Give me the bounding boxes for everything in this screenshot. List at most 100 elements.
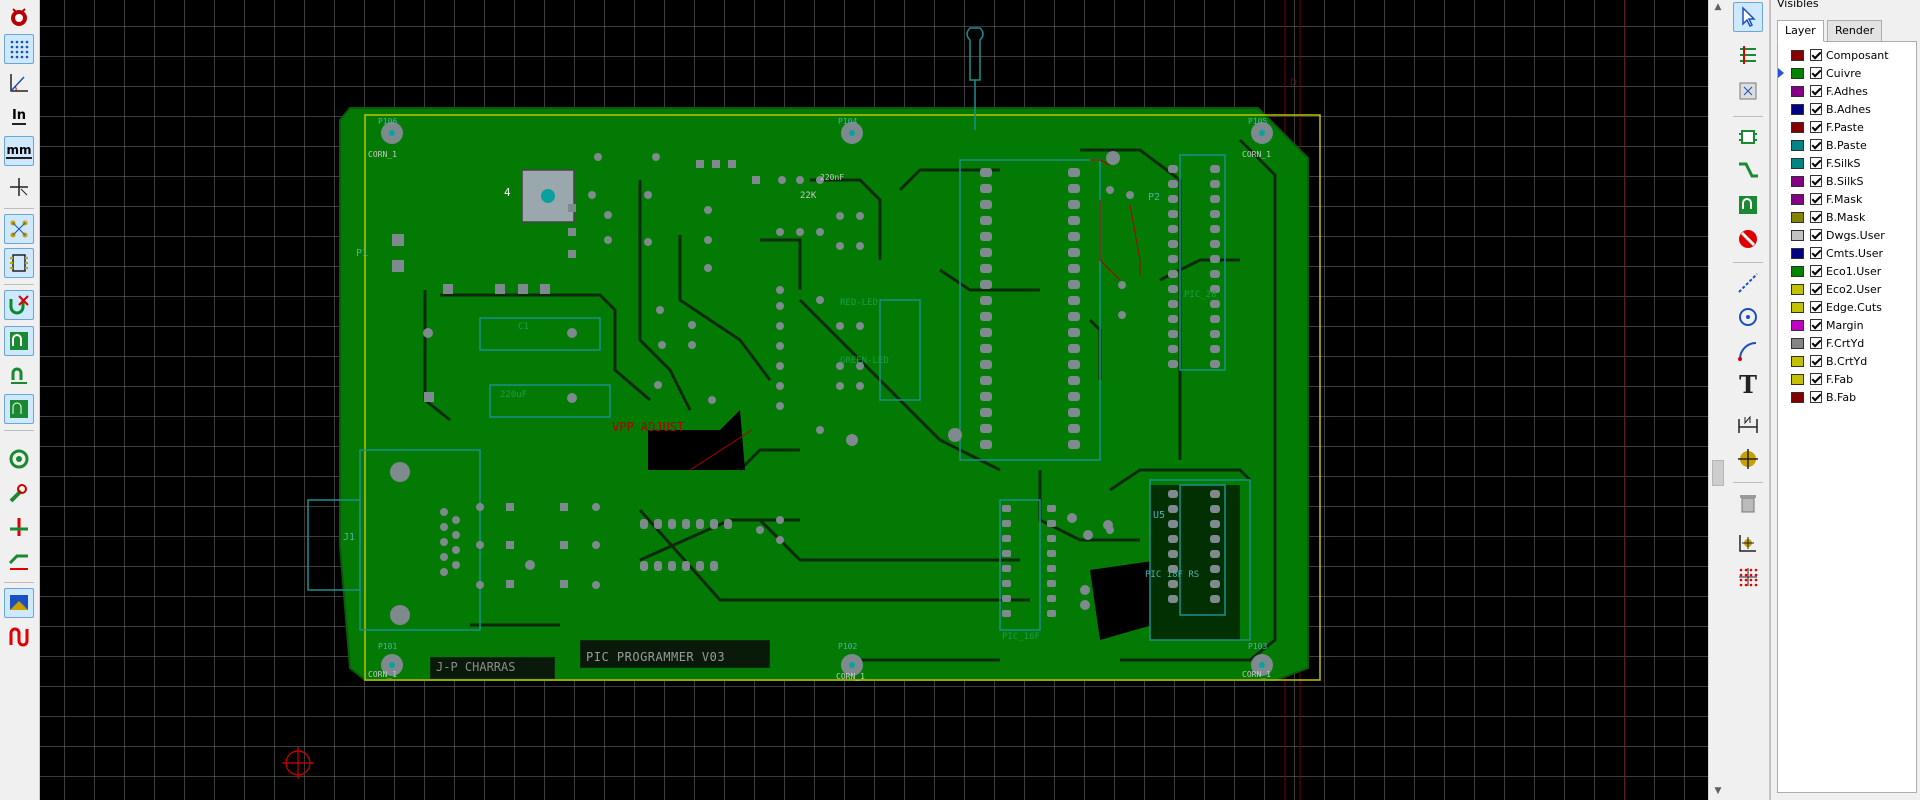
zone-fill-icon[interactable] — [4, 326, 34, 356]
add-text-button[interactable]: T — [1733, 370, 1763, 400]
show-ratsnest-icon[interactable] — [4, 214, 34, 244]
layer-visibility-checkbox[interactable] — [1810, 67, 1822, 79]
layer-color-swatch[interactable] — [1791, 229, 1804, 241]
layer-row[interactable]: B.Paste — [1784, 136, 1867, 154]
layer-visibility-checkbox[interactable] — [1810, 121, 1822, 133]
polar-coords-icon[interactable] — [4, 68, 34, 98]
layer-row[interactable]: F.Fab — [1784, 370, 1853, 388]
layer-row[interactable]: Eco1.User — [1784, 262, 1881, 280]
layer-color-swatch[interactable] — [1791, 85, 1804, 97]
layer-visibility-checkbox[interactable] — [1810, 175, 1822, 187]
layer-row[interactable]: B.Mask — [1784, 208, 1865, 226]
layer-visibility-checkbox[interactable] — [1810, 157, 1822, 169]
layer-row[interactable]: Dwgs.User — [1784, 226, 1885, 244]
layer-color-swatch[interactable] — [1791, 337, 1804, 349]
layer-color-swatch[interactable] — [1791, 301, 1804, 313]
layer-color-swatch[interactable] — [1791, 391, 1804, 403]
layer-visibility-checkbox[interactable] — [1810, 301, 1822, 313]
layer-row[interactable]: Composant — [1784, 46, 1889, 64]
layer-color-swatch[interactable] — [1791, 373, 1804, 385]
tab-render[interactable]: Render — [1827, 20, 1883, 42]
layer-visibility-checkbox[interactable] — [1810, 373, 1822, 385]
add-via-icon[interactable] — [1733, 190, 1763, 220]
pcb-canvas[interactable]: DCB — [40, 0, 1708, 800]
add-target-icon[interactable] — [1733, 444, 1763, 474]
zone-outline-icon[interactable] — [4, 360, 34, 390]
add-circle-icon[interactable] — [1733, 302, 1763, 332]
layer-row[interactable]: F.Paste — [1784, 118, 1864, 136]
layer-visibility-checkbox[interactable] — [1810, 49, 1822, 61]
auto-delete-track-icon[interactable] — [4, 290, 34, 320]
layer-row[interactable]: F.Mask — [1784, 190, 1862, 208]
set-grid-origin-icon[interactable] — [1733, 562, 1763, 592]
layer-color-swatch[interactable] — [1791, 67, 1804, 79]
cursor-shape-icon[interactable] — [4, 172, 34, 202]
layer-color-swatch[interactable] — [1791, 247, 1804, 259]
units-mm-button[interactable]: mm — [4, 136, 34, 166]
layer-color-swatch[interactable] — [1791, 265, 1804, 277]
tab-layer[interactable]: Layer — [1777, 20, 1824, 42]
scroll-up-icon[interactable]: ▲ — [1714, 2, 1722, 12]
highlight-net-icon[interactable] — [1733, 40, 1763, 70]
layer-visibility-checkbox[interactable] — [1810, 355, 1822, 367]
layer-color-swatch[interactable] — [1791, 319, 1804, 331]
layer-row[interactable]: F.CrtYd — [1784, 334, 1864, 352]
layer-row[interactable]: F.Adhes — [1784, 82, 1868, 100]
component-pads[interactable] — [381, 122, 1273, 676]
layer-visibility-checkbox[interactable] — [1810, 139, 1822, 151]
layer-row[interactable]: Margin — [1784, 316, 1864, 334]
grid-toggle-icon[interactable] — [4, 34, 34, 64]
layer-row[interactable]: Cmts.User — [1784, 244, 1883, 262]
route-track-icon[interactable] — [1733, 156, 1763, 186]
layer-row[interactable]: Cuivre — [1778, 64, 1861, 82]
scrollbar-thumb[interactable] — [1712, 460, 1724, 486]
layer-row[interactable]: B.Adhes — [1784, 100, 1871, 118]
add-line-icon[interactable] — [1733, 268, 1763, 298]
add-footprint-icon[interactable] — [1733, 122, 1763, 152]
layer-color-swatch[interactable] — [1791, 175, 1804, 187]
layer-color-swatch[interactable] — [1791, 211, 1804, 223]
layer-color-swatch[interactable] — [1791, 283, 1804, 295]
drc-marker-icon[interactable] — [4, 2, 34, 32]
add-keepout-icon[interactable] — [1733, 224, 1763, 254]
layer-row[interactable]: B.Fab — [1784, 388, 1856, 406]
layer-row[interactable]: B.SilkS — [1784, 172, 1864, 190]
grid-origin-icon[interactable] — [1733, 528, 1763, 558]
layer-visibility-checkbox[interactable] — [1810, 193, 1822, 205]
via-sketch-icon[interactable] — [4, 444, 34, 474]
pcb-board[interactable] — [339, 107, 1321, 681]
scroll-down-icon[interactable]: ▼ — [1714, 786, 1722, 796]
layer-color-swatch[interactable] — [1791, 139, 1804, 151]
add-dimension-icon[interactable] — [1733, 410, 1763, 440]
microwave-tools-icon[interactable] — [4, 622, 34, 652]
layer-row[interactable]: B.CrtYd — [1784, 352, 1867, 370]
delete-trash-icon[interactable] — [1733, 488, 1763, 518]
units-inch-button[interactable]: In — [4, 102, 34, 132]
track-sketch-icon[interactable] — [4, 478, 34, 508]
layer-visibility-checkbox[interactable] — [1810, 103, 1822, 115]
layer-color-swatch[interactable] — [1791, 49, 1804, 61]
layer-visibility-checkbox[interactable] — [1810, 211, 1822, 223]
layers-manager-icon[interactable] — [4, 588, 34, 618]
layer-visibility-checkbox[interactable] — [1810, 247, 1822, 259]
layer-visibility-checkbox[interactable] — [1810, 283, 1822, 295]
zone-sketch-icon[interactable] — [4, 394, 34, 424]
select-arrow-icon[interactable] — [1733, 2, 1763, 32]
module-ratsnest-icon[interactable] — [4, 248, 34, 278]
layer-visibility-checkbox[interactable] — [1810, 229, 1822, 241]
layer-color-swatch[interactable] — [1791, 103, 1804, 115]
layer-visibility-checkbox[interactable] — [1810, 391, 1822, 403]
layer-visibility-checkbox[interactable] — [1810, 319, 1822, 331]
layer-visibility-checkbox[interactable] — [1810, 85, 1822, 97]
layer-visibility-checkbox[interactable] — [1810, 265, 1822, 277]
layer-visibility-checkbox[interactable] — [1810, 337, 1822, 349]
local-ratsnest-icon[interactable] — [1733, 76, 1763, 106]
canvas-vertical-scrollbar[interactable]: ▲ ▼ — [1708, 0, 1726, 800]
layer-row[interactable]: Edge.Cuts — [1784, 298, 1882, 316]
layer-color-swatch[interactable] — [1791, 355, 1804, 367]
layer-color-swatch[interactable] — [1791, 121, 1804, 133]
add-arc-icon[interactable] — [1733, 336, 1763, 366]
track-clearance-icon[interactable] — [4, 546, 34, 576]
layer-color-swatch[interactable] — [1791, 193, 1804, 205]
layer-row[interactable]: Eco2.User — [1784, 280, 1881, 298]
